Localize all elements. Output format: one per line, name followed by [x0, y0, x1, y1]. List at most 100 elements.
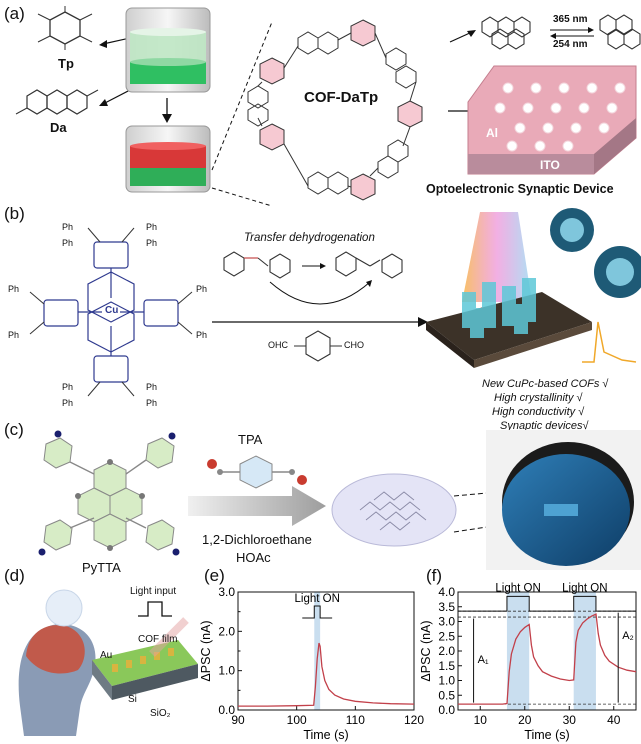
x-tick-label-0: 10	[474, 713, 488, 727]
imine-to-amine	[223, 251, 403, 279]
light-pulse-icon	[138, 601, 172, 617]
tp-molecule	[37, 6, 93, 50]
solvent-dce: 1,2-Dichloroethane	[202, 532, 312, 547]
y-tick-label-7: 3.5	[438, 600, 455, 614]
panel-b-letter: (b)	[4, 204, 25, 223]
device-title: Optoelectronic Synaptic Device	[426, 182, 614, 196]
da-molecule	[15, 89, 99, 115]
ph-label-9: Ph	[62, 382, 74, 392]
reagent-ohc: OHC	[268, 340, 288, 350]
beaker-down-arrow	[162, 98, 172, 123]
panel-c-letter: (c)	[4, 420, 24, 439]
x-tick-label-1: 20	[518, 713, 532, 727]
x-tick-label-2: 110	[346, 713, 365, 727]
ph-label-5: Ph	[8, 284, 20, 294]
reaction-arrow	[212, 280, 428, 327]
light-pulse-e	[302, 605, 333, 619]
y-tick-label-6: 3.0	[438, 615, 455, 629]
x-axis-label: Time (s)	[303, 728, 348, 742]
y-tick-label-3: 1.5	[438, 659, 455, 673]
tp-label: Tp	[58, 56, 74, 71]
panel-f-letter: (f)	[426, 566, 443, 585]
a1-label: A₁	[478, 654, 489, 666]
y-tick-label-4: 2.0	[438, 644, 455, 658]
wavelength-254: 254 nm	[553, 39, 588, 50]
cof-film-label: COF film	[138, 634, 178, 645]
ph-label-3: Ph	[146, 222, 158, 232]
device-stack	[92, 617, 198, 700]
photo-isomer-arrow	[449, 30, 476, 43]
y-tick-label-8: 4.0	[438, 585, 455, 599]
ph-label-12: Ph	[146, 398, 158, 408]
reaction-title: Transfer dehydrogenation	[244, 232, 375, 244]
panel-e-letter: (e)	[204, 566, 225, 585]
wafer-photo	[486, 430, 641, 570]
series-line-0	[458, 613, 637, 705]
cof-device-render	[426, 208, 641, 368]
checklist-3: High conductivity √	[492, 406, 585, 418]
wavelength-365: 365 nm	[553, 14, 588, 25]
light-on-label-f2: Light ON	[562, 582, 607, 594]
light-on-band-1	[573, 592, 596, 710]
cof-film-disk	[331, 473, 457, 547]
cu-label: Cu	[105, 305, 119, 316]
y-tick-label-0: 0.0	[438, 703, 455, 717]
y-tick-label-5: 2.5	[438, 629, 455, 643]
ph-label-6: Ph	[8, 330, 20, 340]
y-axis-label: ΔPSC (nA)	[419, 620, 433, 681]
checklist-4: Synaptic devices√	[500, 420, 589, 432]
da-label: Da	[50, 120, 67, 135]
sio2-label: SiO₂	[150, 708, 171, 719]
synaptic-device	[467, 65, 637, 175]
solvent-hoac: HOAc	[236, 550, 271, 565]
dimer-molecule	[599, 14, 641, 50]
y-tick-label-2: 2.0	[218, 624, 235, 638]
synthesis-arrow	[188, 486, 326, 526]
light-input-label: Light input	[130, 586, 177, 597]
panel-d-letter: (d)	[4, 566, 25, 585]
light-on-label-f1: Light ON	[495, 582, 540, 594]
ph-label-11: Ph	[146, 382, 158, 392]
panel-a-letter: (a)	[4, 4, 25, 23]
pytta-label: PyTTA	[82, 560, 121, 575]
y-tick-label-1: 1.0	[218, 664, 235, 678]
si-label: Si	[128, 694, 137, 705]
checklist-2: High crystallinity √	[494, 392, 583, 404]
ph-label-4: Ph	[146, 238, 158, 248]
x-tick-label-3: 40	[607, 713, 621, 727]
ph-label-2: Ph	[62, 238, 74, 248]
plot-frame	[457, 591, 637, 711]
a2-label: A₂	[622, 630, 634, 642]
terephthalaldehyde	[294, 330, 342, 362]
zoom-dashed-lines	[211, 21, 273, 207]
reversible-arrows	[550, 27, 594, 39]
light-on-label-e: Light ON	[295, 593, 340, 605]
beaker-red	[125, 125, 211, 193]
x-tick-label-1: 100	[287, 713, 307, 727]
beaker-arrows	[99, 37, 131, 106]
ph-label-10: Ph	[62, 398, 74, 408]
cupc-monomer	[29, 227, 193, 397]
beaker-green	[125, 7, 211, 93]
plot-frame	[237, 591, 415, 711]
electrode-ito: ITO	[540, 158, 560, 172]
x-tick-label-3: 120	[404, 713, 424, 727]
ph-label-7: Ph	[196, 284, 208, 294]
x-tick-label-2: 30	[563, 713, 577, 727]
light-on-band-0	[314, 592, 321, 710]
checklist-1: New CuPc-based COFs √	[482, 378, 609, 390]
electrode-al: Al	[486, 126, 498, 140]
tpa-label: TPA	[238, 432, 263, 447]
y-tick-label-2: 1.0	[438, 674, 455, 688]
tpa-model	[207, 455, 307, 489]
x-tick-label-0: 90	[231, 713, 245, 727]
y-tick-label-1: 0.5	[438, 688, 455, 702]
pytta-model	[38, 430, 180, 556]
y-axis-label: ΔPSC (nA)	[199, 620, 213, 681]
anthracene-molecule	[481, 16, 531, 50]
series-line-0	[238, 642, 415, 707]
brain-illustration	[18, 589, 96, 736]
ph-label-8: Ph	[196, 330, 208, 340]
